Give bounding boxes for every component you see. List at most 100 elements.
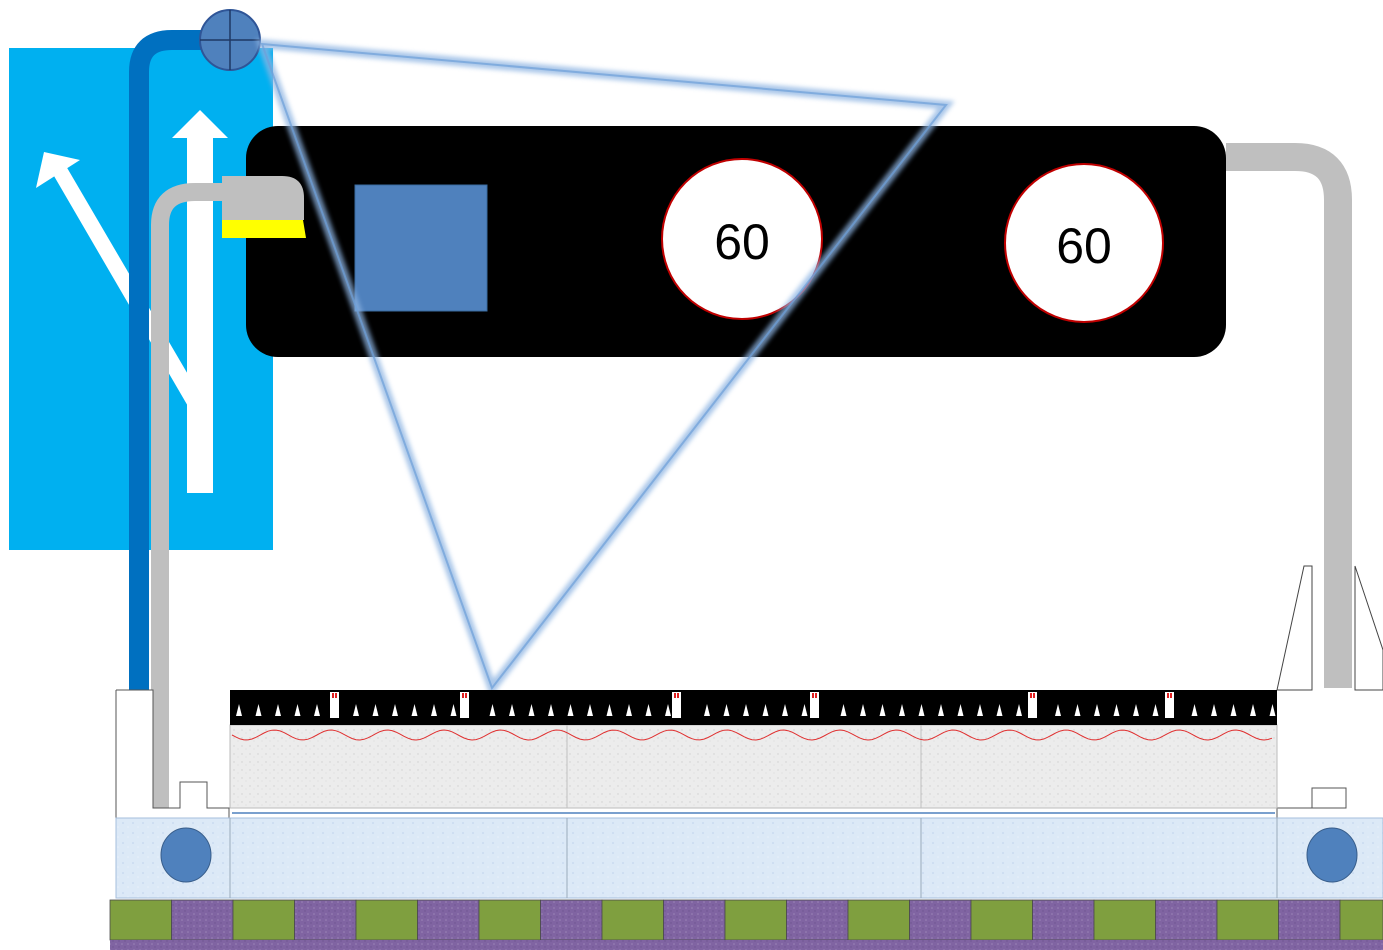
cone-marker [840,704,847,716]
road-surface-layer [229,724,1278,809]
cone-marker [314,704,320,716]
post-marker [672,692,681,718]
foundation-block-green [601,899,664,941]
lamp-pole [151,183,285,810]
right-drain-pipe [1306,827,1358,883]
cone-marker [1250,704,1256,716]
foundation-block-green [1339,899,1383,941]
blue-pole [129,30,222,820]
post-marker [1028,692,1037,718]
road-cross-section [109,565,1383,950]
cone-marker [957,704,964,716]
foundation-block-purple [1032,899,1095,941]
foundation-block-green [232,899,295,941]
speed-limit-1-text: 60 [714,214,770,270]
post-reflector [1030,693,1032,698]
foundation-block-purple [786,899,849,941]
foundation-block-green [1216,899,1279,941]
cone-marker [665,704,671,716]
deck-layer [115,817,1383,899]
cone-marker [743,704,749,716]
foundation-base [110,940,1383,950]
foundation-blocks [109,899,1383,941]
speed-sign-2-disc [1004,163,1164,323]
foundation-block-purple [540,899,603,941]
speed-limit-sign-1: 60 [661,158,823,320]
cone-marker [801,704,808,716]
foundation-block-purple [1278,899,1341,941]
foundation-block-green [109,899,172,941]
cone-marker [1016,704,1022,716]
speed-limit-sign-2: 60 [1004,163,1164,323]
cone-marker [1074,704,1081,716]
foundation-block-green [970,899,1033,941]
cone-marker [645,704,652,716]
cone-marker [236,704,242,716]
lamp-head [222,176,304,220]
foundation-block-green [724,899,787,941]
post-reflector [812,693,814,698]
cone-marker [353,704,359,716]
cone-marker [392,704,398,716]
foundation-block-green [478,899,541,941]
post-reflector [1033,693,1035,698]
cone-marker [899,704,905,716]
foundation-block-green [1093,899,1156,941]
cone-marker [1133,704,1139,716]
cone-marker [411,704,418,716]
left-curb [115,689,230,819]
cone-marker [1211,704,1217,716]
cone-marker [509,704,515,716]
cone-marker [1113,704,1120,716]
speed-limit-2-text: 60 [1056,218,1112,274]
foundation-block-purple [294,899,357,941]
right-curb [1276,787,1347,818]
cone-marker [567,704,574,716]
post-marker [460,692,469,718]
street-lamp [151,176,306,810]
post-reflector [332,693,334,698]
cone-marker [762,704,769,716]
foundation-block-green [847,899,910,941]
post-reflector [677,693,679,698]
camera-box [354,184,488,312]
right-grey-pole [1226,143,1352,688]
cone-marker [1191,704,1198,716]
cone-marker [587,704,593,716]
cone-marker [1269,704,1276,716]
foundation-block-purple [417,899,480,941]
cone-marker [548,704,554,716]
post-reflector [1167,693,1169,698]
cone-marker [626,704,632,716]
cone-marker [704,704,710,716]
foundation-block-purple [909,899,972,941]
post-reflector [465,693,467,698]
cone-marker [996,704,1003,716]
post-reflector [335,693,337,698]
cone-marker [1055,704,1061,716]
cone-marker [255,704,262,716]
sensor-wave-line [231,729,1273,741]
foundation-block-green [355,899,418,941]
traffic-strip [230,690,1277,725]
right-barrier [1276,565,1313,691]
speed-sign-1-disc [661,158,823,320]
cone-marker [528,704,535,716]
camera-dome-icon [199,9,261,71]
traffic-markers [236,692,1276,718]
cone-marker [606,704,613,716]
post-marker [810,692,819,718]
post-reflector [462,693,464,698]
foundation-block-purple [1155,899,1218,941]
cone-marker [294,704,301,716]
cone-marker [918,704,925,716]
cone-marker [489,704,496,716]
cone-marker [782,704,788,716]
cone-marker [1094,704,1100,716]
post-reflector [1170,693,1172,698]
cone-marker [938,704,944,716]
cone-marker [977,704,983,716]
cone-marker [879,704,886,716]
right-barrier-2 [1354,565,1383,691]
